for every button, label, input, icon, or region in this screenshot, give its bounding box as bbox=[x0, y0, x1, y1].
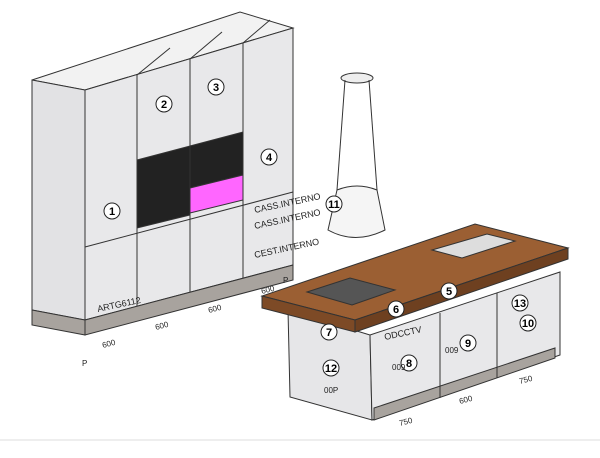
marker-13-label: 13 bbox=[514, 298, 526, 310]
p-label-2: P bbox=[283, 276, 288, 285]
door-code-1: 009 bbox=[392, 363, 406, 372]
marker-5 bbox=[440, 282, 458, 300]
marker-6 bbox=[387, 300, 405, 318]
door-code-2: 009 bbox=[445, 346, 459, 355]
worktop-edge-front bbox=[354, 247, 569, 333]
marker-9 bbox=[459, 334, 477, 352]
door-code-3: 00P bbox=[324, 386, 338, 395]
marker-9-label: 9 bbox=[465, 338, 471, 350]
cooktop[interactable] bbox=[305, 277, 397, 306]
marker-4 bbox=[260, 148, 278, 166]
island-width-1: 750 bbox=[398, 416, 414, 428]
tall-unit-side bbox=[31, 79, 86, 321]
marker-11-label: 11 bbox=[328, 199, 340, 211]
warming-drawer[interactable] bbox=[189, 174, 244, 214]
marker-12-label: 12 bbox=[325, 363, 337, 375]
marker-1 bbox=[103, 202, 121, 220]
sink[interactable] bbox=[430, 233, 517, 259]
marker-3-label: 3 bbox=[213, 82, 219, 94]
island-plinth bbox=[373, 347, 556, 421]
oven-left[interactable] bbox=[136, 145, 191, 229]
island-width-3: 750 bbox=[518, 374, 534, 386]
marker-11 bbox=[325, 195, 343, 213]
marker-7 bbox=[320, 323, 338, 341]
marker-4-label: 4 bbox=[266, 152, 273, 164]
width-3: 600 bbox=[207, 303, 223, 315]
island-width-2: 600 bbox=[458, 394, 474, 406]
marker-8 bbox=[400, 354, 418, 372]
island-hood[interactable] bbox=[327, 72, 386, 238]
tall-unit-plinth bbox=[84, 264, 294, 336]
width-2: 600 bbox=[154, 320, 170, 332]
marker-12 bbox=[322, 359, 340, 377]
marker-6-label: 6 bbox=[393, 304, 399, 316]
marker-13 bbox=[511, 294, 529, 312]
marker-2-label: 2 bbox=[161, 99, 167, 111]
marker-10-label: 10 bbox=[522, 318, 534, 330]
marker-7-label: 7 bbox=[326, 327, 332, 339]
marker-10 bbox=[519, 314, 537, 332]
tall-units bbox=[31, 11, 295, 336]
p-label-1: P bbox=[82, 359, 87, 368]
marker-2 bbox=[155, 95, 173, 113]
marker-8-label: 8 bbox=[406, 358, 412, 370]
marker-5-label: 5 bbox=[446, 286, 452, 298]
marker-3 bbox=[207, 78, 225, 96]
width-1: 600 bbox=[101, 338, 117, 350]
marker-1-label: 1 bbox=[109, 206, 115, 218]
